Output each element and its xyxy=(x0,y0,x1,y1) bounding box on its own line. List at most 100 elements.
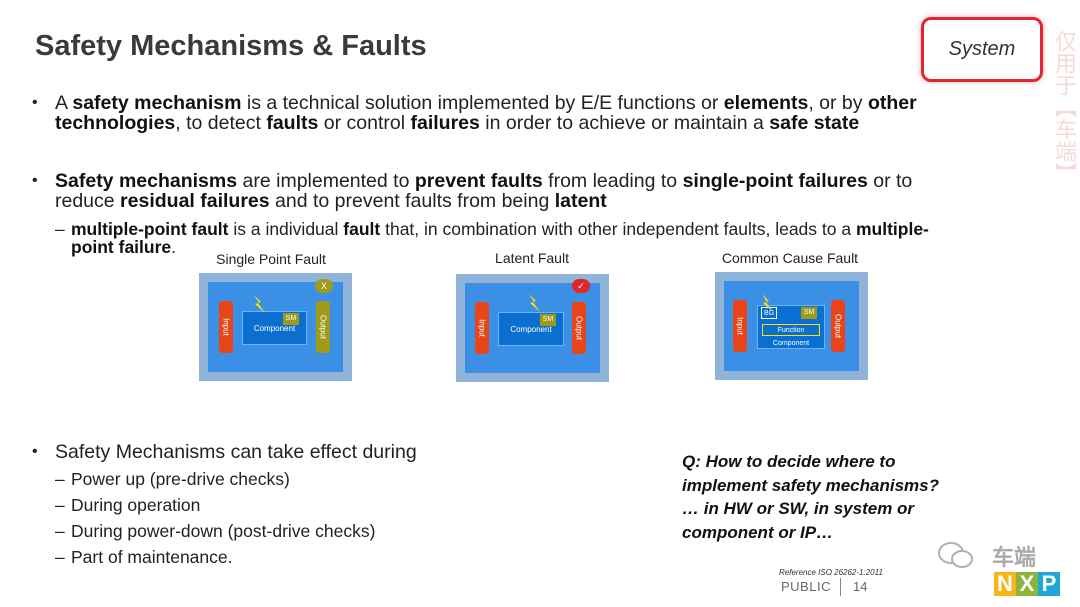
text: or control xyxy=(318,112,411,134)
question-line: component or IP… xyxy=(682,522,834,542)
text: in order to achieve or maintain a xyxy=(479,112,770,134)
footer-divider xyxy=(840,578,841,596)
logo-letter: N xyxy=(994,572,1016,596)
keyword: Safety mechanisms xyxy=(55,170,238,192)
diagram-common-cause-fault: Input Function Component BG SM Output xyxy=(715,272,868,380)
diagram-single-point-fault: Input Component SM Output X xyxy=(199,273,352,381)
wechat-watermark-icon xyxy=(938,542,973,568)
text: is a individual xyxy=(228,219,344,239)
bullet-dot: • xyxy=(32,443,38,460)
list-item-maintenance: –Part of maintenance. xyxy=(55,548,232,566)
reference-note: Reference ISO 26262-1:2011 xyxy=(779,568,883,577)
list-item-text: During power-down (post-drive checks) xyxy=(71,521,376,541)
output-block: Output xyxy=(316,301,330,353)
diagram-title-common-cause: Common Cause Fault xyxy=(721,250,859,266)
output-block: Output xyxy=(831,300,845,352)
diagram-latent-fault: Input Component SM Output ✓ xyxy=(456,274,609,382)
question-line: Q: How to decide where to xyxy=(682,452,896,471)
list-item-text: During operation xyxy=(71,495,201,515)
input-label: Input xyxy=(735,317,745,335)
nxp-logo: N X P xyxy=(994,572,1060,596)
text: , or by xyxy=(808,92,868,114)
diagram-title-latent: Latent Fault xyxy=(495,250,569,266)
function-block: Function xyxy=(762,324,820,336)
keyword: elements xyxy=(723,92,809,114)
bullet-text: Safety Mechanisms can take effect during xyxy=(55,441,417,463)
keyword: safety mechanism xyxy=(72,92,242,114)
keyword: failures xyxy=(410,112,480,134)
keyword: fault xyxy=(343,219,381,239)
sub-bullet-dash: – xyxy=(55,521,65,541)
logo-letter: P xyxy=(1038,572,1060,596)
component-label: Component xyxy=(772,340,810,347)
sub-bullet-line: point failure. xyxy=(71,238,1035,256)
list-item-operation: –During operation xyxy=(55,496,200,514)
bullet-dot: • xyxy=(32,172,38,189)
sm-block: SM xyxy=(540,314,556,326)
keyword: multiple- xyxy=(855,219,929,239)
input-block: Input xyxy=(475,302,489,354)
lightning-bolt-icon xyxy=(254,295,265,313)
text: , to detect xyxy=(175,112,267,134)
sub-bullet-dash: – xyxy=(55,495,65,515)
list-item-power-down: –During power-down (post-drive checks) xyxy=(55,522,375,540)
input-label: Input xyxy=(477,319,487,337)
sub-bullet-dash: – xyxy=(55,469,65,489)
question-line: implement safety mechanisms? xyxy=(682,475,939,495)
list-item-text: Part of maintenance. xyxy=(71,547,233,567)
text: and to prevent faults from being xyxy=(269,190,555,212)
component-label: Component xyxy=(253,324,296,333)
output-label: Output xyxy=(833,313,843,339)
watermark-text: 车端 xyxy=(992,545,1037,570)
question-box: Q: How to decide where to implement safe… xyxy=(682,450,1002,544)
text: that, in combination with other independ… xyxy=(380,219,856,239)
classification-label: PUBLIC xyxy=(781,579,831,594)
sm-block: SM xyxy=(283,313,299,325)
output-label: Output xyxy=(318,314,328,340)
keyword: safe state xyxy=(769,112,860,134)
badge-glyph: X xyxy=(320,281,327,291)
bullet-line: A safety mechanism is a technical soluti… xyxy=(55,93,1022,113)
fail-badge-icon: X xyxy=(315,279,333,293)
text: or to xyxy=(867,170,913,192)
list-item-power-up: –Power up (pre-drive checks) xyxy=(55,470,290,488)
keyword: latent xyxy=(554,190,607,212)
diagram-title-single-point: Single Point Fault xyxy=(216,251,326,267)
sub-bullet-dash: – xyxy=(55,547,65,567)
bullet-safety-mechanism-definition: • A safety mechanism is a technical solu… xyxy=(32,93,1022,133)
keyword: faults xyxy=(266,112,319,134)
logo-letter: X xyxy=(1016,572,1038,596)
bullet-prevent-faults: • Safety mechanisms are implemented to p… xyxy=(32,171,1022,211)
bullet-dot: • xyxy=(32,94,38,111)
input-label: Input xyxy=(221,318,231,336)
badge-glyph: ✓ xyxy=(577,281,585,291)
bullet-line: Safety mechanisms are implemented to pre… xyxy=(55,171,1022,191)
question-line: … in HW or SW, in system or xyxy=(682,499,915,518)
text: are implemented to xyxy=(237,170,415,192)
vertical-watermark: 仅用于【车端】 xyxy=(1052,30,1077,184)
sub-bullet-dash: – xyxy=(55,219,65,239)
text: reduce xyxy=(55,190,121,212)
bullet-take-effect: • Safety Mechanisms can take effect duri… xyxy=(32,442,632,462)
sm-block: SM xyxy=(801,307,817,319)
keyword: multiple-point fault xyxy=(71,219,229,239)
page-title: Safety Mechanisms & Faults xyxy=(35,30,427,62)
keyword: technologies xyxy=(55,112,176,134)
bullet-line: technologies, to detect faults or contro… xyxy=(55,113,1022,133)
lightning-bolt-icon xyxy=(762,294,773,312)
check-badge-icon: ✓ xyxy=(572,279,590,293)
sub-bullet-multiple-point-fault: – multiple-point fault is a individual f… xyxy=(55,220,1035,256)
system-tag: System xyxy=(921,17,1043,82)
keyword: single-point failures xyxy=(682,170,868,192)
text: is a technical solution implemented by E… xyxy=(241,92,724,114)
list-item-text: Power up (pre-drive checks) xyxy=(71,469,290,489)
component-label: Component xyxy=(510,325,552,334)
keyword: point failure xyxy=(71,237,172,257)
sub-bullet-line: multiple-point fault is a individual fau… xyxy=(71,220,1035,238)
keyword: prevent faults xyxy=(414,170,543,192)
text: A xyxy=(55,92,73,114)
output-block: Output xyxy=(572,302,586,354)
keyword: other xyxy=(867,92,917,114)
input-block: Input xyxy=(219,301,233,353)
